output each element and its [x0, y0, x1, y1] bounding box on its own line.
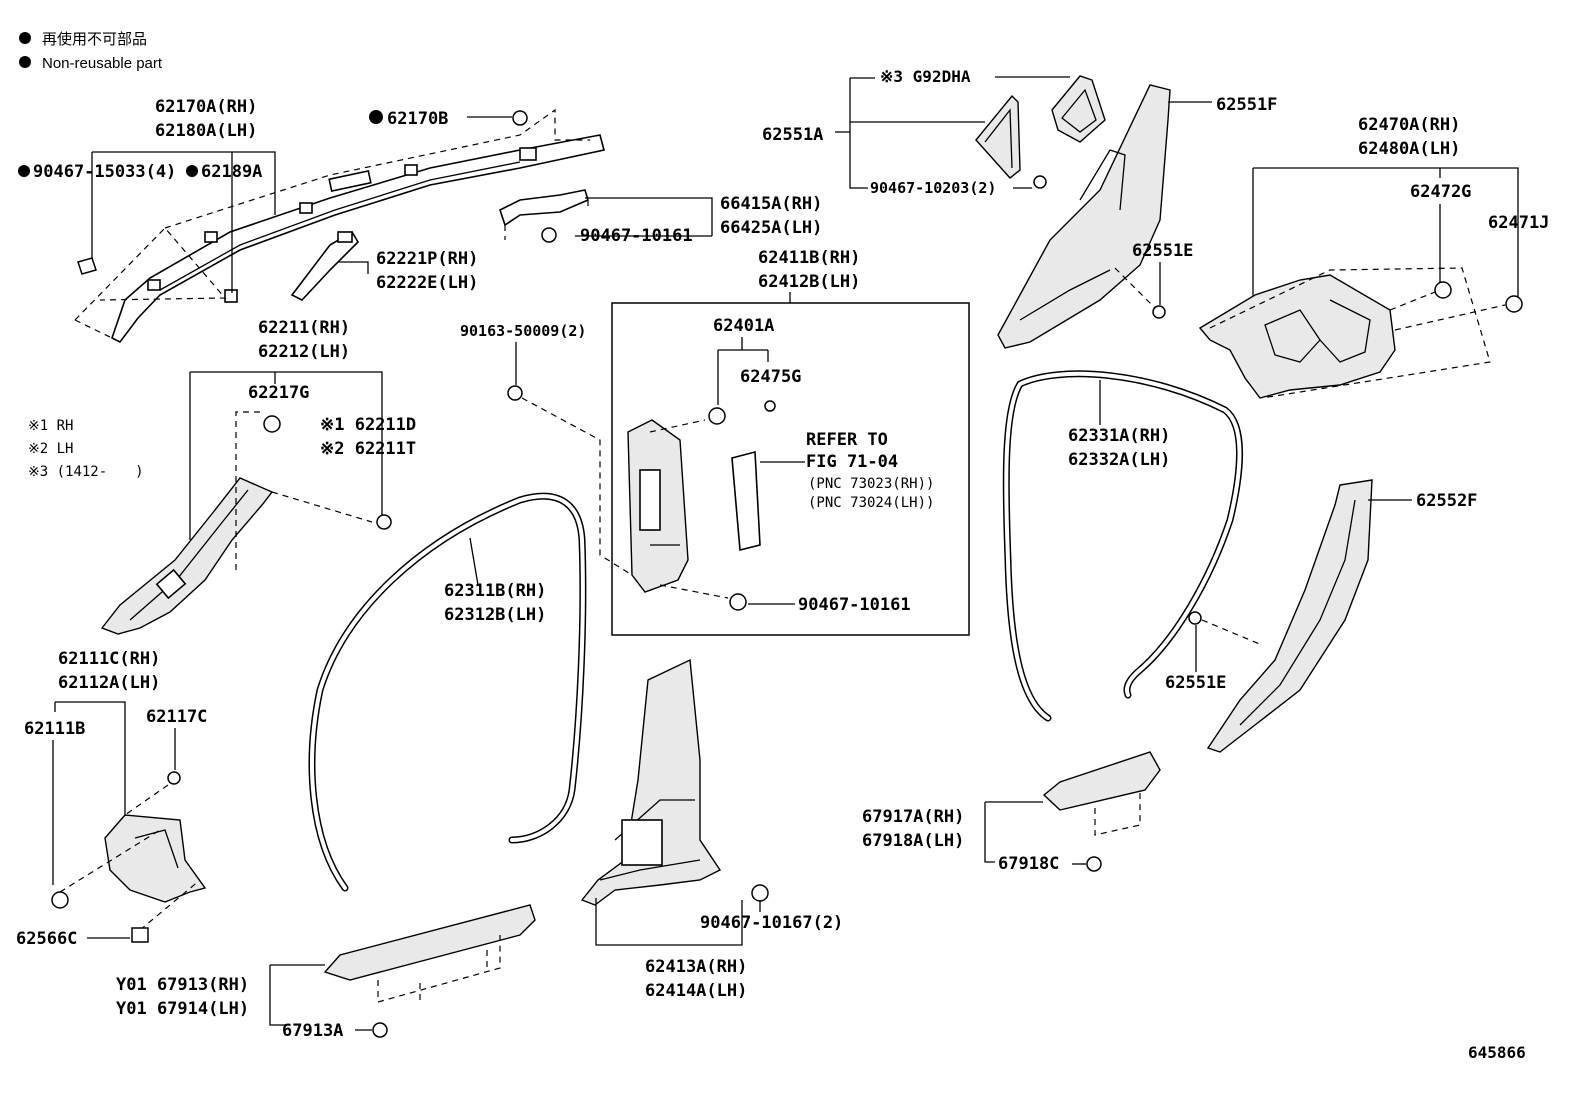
note-lh: ※2 LH	[28, 441, 73, 457]
label-62551f: 62551F	[1216, 95, 1277, 115]
label-67914-lh: Y01 67914(LH)	[116, 999, 249, 1019]
label-90467-10167: 90467-10167(2)	[700, 913, 843, 933]
label-90467-10161-a: 90467-10161	[580, 226, 693, 246]
label-62222e: 62222E(LH)	[376, 273, 478, 293]
seatbelt-adjuster	[731, 450, 761, 552]
note-rh: ※1 RH	[28, 418, 73, 434]
label-62112a: 62112A(LH)	[58, 673, 160, 693]
label-62332a: 62332A(LH)	[1068, 450, 1170, 470]
label-90467-10161-b: 90467-10161	[798, 595, 911, 615]
refer-line1: REFER TO	[806, 430, 888, 450]
label-67918c: 67918C	[998, 854, 1059, 874]
label-62117c: 62117C	[146, 707, 207, 727]
refer-line3: (PNC 73023(RH))	[808, 476, 934, 492]
label-62471j: 62471J	[1488, 213, 1549, 233]
clip-90467-15033	[77, 257, 97, 275]
non-reusable-bullet-icon	[19, 32, 31, 44]
label-62470a: 62470A(RH)	[1358, 115, 1460, 135]
label-62480a: 62480A(LH)	[1358, 139, 1460, 159]
label-62180a: 62180A(LH)	[155, 121, 257, 141]
label-62221p: 62221P(RH)	[376, 249, 478, 269]
screw-90163	[507, 385, 523, 401]
center-pillar-lower-garnish	[580, 658, 722, 906]
label-62551e-a: 62551E	[1132, 241, 1193, 261]
label-62401a: 62401A	[713, 316, 774, 336]
label-62472g: 62472G	[1410, 182, 1471, 202]
label-66425a: 66425A(LH)	[720, 218, 822, 238]
label-67917a: 67917A(RH)	[862, 807, 964, 827]
refer-line2: FIG 71-04	[806, 452, 898, 472]
label-62217g: 62217G	[248, 383, 309, 403]
label-62211d: ※1 62211D	[320, 415, 416, 435]
front-scuff-plate	[323, 904, 536, 1003]
label-62411b: 62411B(RH)	[758, 248, 860, 268]
label-62566c: 62566C	[16, 929, 77, 949]
label-62414a: 62414A(LH)	[645, 981, 747, 1001]
roof-rail-garnish	[111, 134, 605, 344]
label-62475g: 62475G	[740, 367, 801, 387]
figure-id: 645866	[1468, 1043, 1526, 1062]
label-67918a: 67918A(LH)	[862, 831, 964, 851]
legend: 再使用不可部品 Non-reusable part ※1 RH ※2 LH ※3…	[19, 31, 163, 480]
rear-pillar-lower-garnish	[1206, 479, 1373, 753]
center-pillar-upper-box	[611, 302, 970, 636]
label-90467-15033: 90467-15033(4)	[33, 162, 176, 182]
cowl-side-trim	[104, 814, 207, 903]
label-67913a: 67913A	[282, 1021, 343, 1041]
label-62111b: 62111B	[24, 719, 85, 739]
roof-rail-assembly	[74, 108, 605, 344]
label-62211: 62211(RH)	[258, 318, 350, 338]
label-62552f: 62552F	[1416, 491, 1477, 511]
clip-62170b	[512, 110, 528, 126]
label-67913-rh: Y01 67913(RH)	[116, 975, 249, 995]
front-door-weatherstrip	[308, 492, 587, 892]
legend-en: Non-reusable part	[42, 55, 163, 72]
label-g92dha: ※3 G92DHA	[880, 67, 971, 86]
label-90163-50009: 90163-50009(2)	[460, 322, 586, 340]
label-62212: 62212(LH)	[258, 342, 350, 362]
front-pillar-garnish	[100, 411, 392, 635]
label-62413a: 62413A(RH)	[645, 957, 747, 977]
label-62412b: 62412B(LH)	[758, 272, 860, 292]
label-90467-10203: 90467-10203(2)	[870, 179, 996, 197]
label-62170b: 62170B	[387, 109, 448, 129]
note-date: ※3 (1412- )	[28, 464, 144, 480]
center-pillar-upper-garnish	[627, 419, 689, 593]
roof-side-inner-garnish	[1198, 274, 1396, 399]
bracket-62221p	[290, 230, 360, 301]
quarter-window-garnish	[975, 75, 1106, 179]
label-62331a: 62331A(RH)	[1068, 426, 1170, 446]
rear-pillar-upper-garnish	[997, 84, 1171, 349]
label-66415a: 66415A(RH)	[720, 194, 822, 214]
label-62189a: 62189A	[201, 162, 262, 182]
refer-line4: (PNC 73024(LH))	[808, 495, 934, 511]
non-reusable-bullet-icon	[19, 56, 31, 68]
label-62111c: 62111C(RH)	[58, 649, 160, 669]
label-62211t: ※2 62211T	[320, 439, 416, 459]
label-62551e-b: 62551E	[1165, 673, 1226, 693]
rear-scuff-plate	[1042, 751, 1161, 836]
label-62170a: 62170A(RH)	[155, 97, 257, 117]
legend-jp: 再使用不可部品	[42, 31, 147, 48]
label-62312b: 62312B(LH)	[444, 605, 546, 625]
bracket-66415a	[499, 189, 589, 243]
label-62311b: 62311B(RH)	[444, 581, 546, 601]
label-62551a: 62551A	[762, 125, 823, 145]
